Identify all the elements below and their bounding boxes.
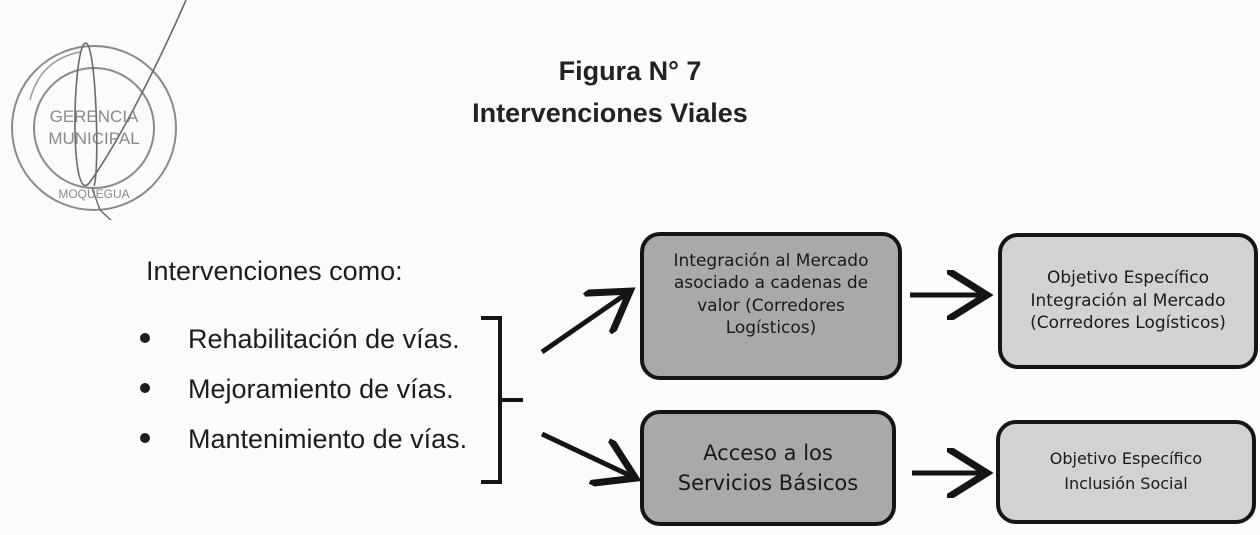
list-item-label: Mantenimiento de vías. [188,424,468,454]
interventions-intro: Intervenciones como: [146,256,403,286]
figure-title: Intervenciones Viales [472,98,748,128]
basic-services-box: Acceso a los Servicios Básicos [640,410,896,526]
bracket [481,316,523,484]
list-item: Rehabilitación de vías. [140,324,460,355]
list-item: Mantenimiento de vías. [140,424,467,455]
bullet-icon [140,332,150,343]
list-item-label: Mejoramiento de vías. [188,374,454,404]
svg-text:MUNICIPAL: MUNICIPAL [48,129,139,148]
objective-inclusion-box: Objetivo Específico Inclusión Social [996,420,1256,524]
objective-inclusion-text: Objetivo Específico Inclusión Social [1049,449,1203,493]
arrow-to-basic-services [540,431,631,476]
svg-text:GERENCIA: GERENCIA [50,107,139,126]
basic-services-text: Acceso a los Servicios Básicos [677,440,859,495]
objective-market-box: Objetivo Específico Integración al Merca… [998,233,1258,369]
arrow-to-market-integration [540,294,626,355]
figure-number: Figura N° 7 [558,56,702,86]
list-item: Mejoramiento de vías. [140,374,454,405]
bullet-icon [140,432,150,443]
market-integration-text: Integración al Mercado asociado a cadena… [673,251,869,339]
municipal-seal: GERENCIA MUNICIPAL MOQUEGUA [11,0,187,220]
bullet-icon [140,382,150,393]
list-item-label: Rehabilitación de vías. [188,324,460,354]
market-integration-box: Integración al Mercado asociado a cadena… [640,232,902,380]
objective-market-text: Objetivo Específico Integración al Merca… [1030,268,1226,334]
